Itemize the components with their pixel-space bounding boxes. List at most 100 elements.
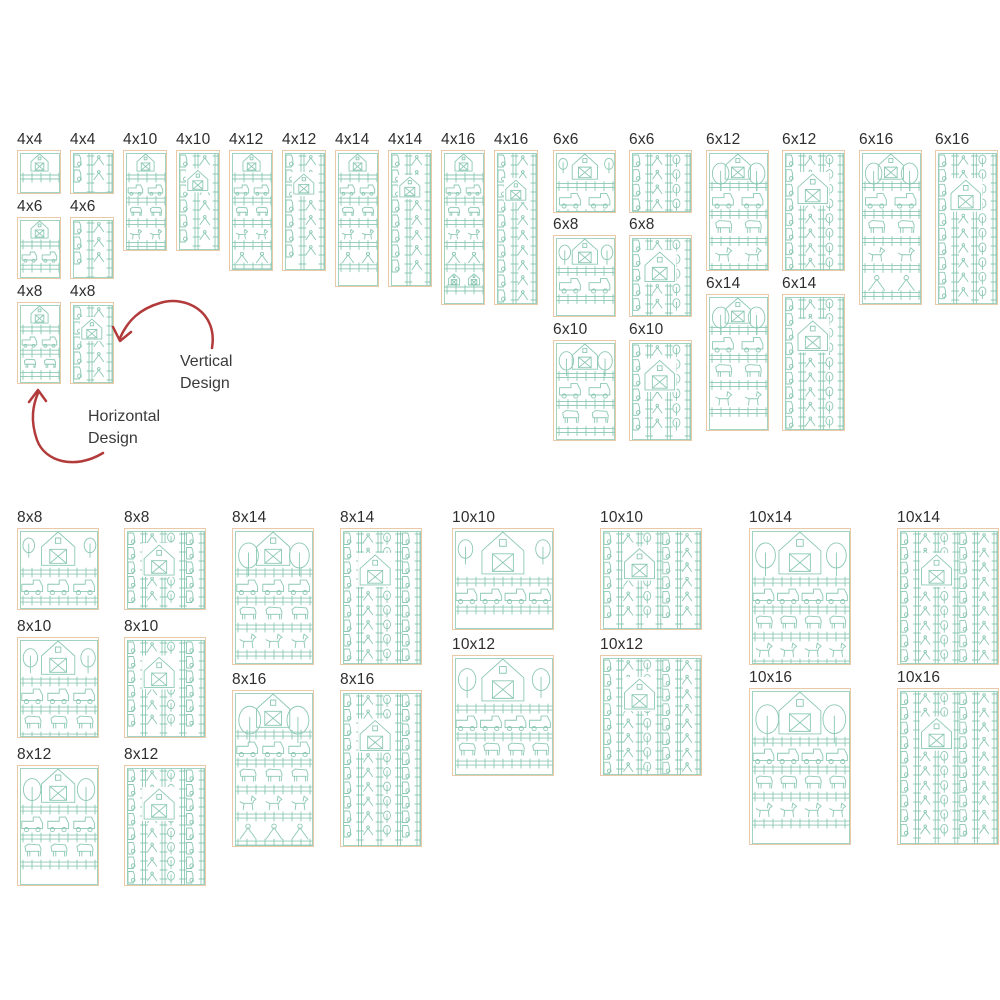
chicken-motif — [93, 222, 105, 233]
truck-motif — [465, 184, 482, 196]
tree-motif — [286, 705, 310, 744]
pig-motif — [391, 199, 400, 213]
pig-motif — [900, 620, 909, 633]
pig-motif — [285, 199, 294, 213]
pig-motif — [662, 532, 671, 546]
chicken-motif — [652, 298, 663, 309]
pig-motif — [343, 576, 352, 589]
size-label-4x12-horizontal: 4x12 — [229, 131, 264, 148]
cow-motif — [829, 775, 847, 789]
tree-motif — [167, 856, 175, 869]
stitch-pattern — [556, 238, 615, 316]
tree-motif — [940, 809, 949, 822]
stitch-pattern — [179, 153, 219, 250]
chicken-motif — [147, 533, 158, 543]
chicken-motif — [681, 703, 693, 714]
pig-motif — [127, 842, 136, 855]
tree-motif — [457, 539, 474, 565]
pig-motif — [603, 703, 612, 716]
chicken-motif — [652, 240, 663, 250]
pig-motif — [186, 641, 194, 654]
pig-motif — [343, 825, 352, 838]
tree-motif — [604, 157, 614, 174]
design-border — [338, 153, 378, 286]
chicken-motif — [147, 642, 158, 652]
truck-motif — [826, 748, 848, 765]
size-label-4x6-horizontal: 4x6 — [17, 198, 43, 215]
tree-motif — [643, 761, 652, 775]
design-preview-8x12-horizontal — [17, 765, 99, 886]
chicken-motif — [517, 230, 529, 241]
stitch-pattern — [709, 153, 768, 270]
fence-motif — [235, 567, 313, 578]
pig-motif — [186, 769, 194, 782]
truck-motif — [73, 579, 96, 596]
pig-motif — [662, 761, 671, 775]
tree-motif — [383, 590, 391, 603]
chicken-motif — [958, 169, 969, 180]
chicken-motif — [363, 649, 374, 659]
chicken-motif — [363, 605, 374, 616]
chicken-motif — [361, 251, 375, 264]
pig-motif — [402, 781, 410, 794]
pig-motif — [127, 714, 136, 727]
stitch-pattern — [785, 153, 844, 270]
truck-motif — [455, 715, 478, 732]
tree-motif — [825, 154, 834, 168]
size-label-4x16-vertical: 4x16 — [494, 131, 529, 148]
design-preview-4x12-horizontal — [229, 150, 273, 271]
cow-motif — [291, 768, 309, 782]
design-preview-6x10-vertical — [629, 340, 692, 441]
pig-motif — [900, 605, 909, 619]
pig-motif — [127, 670, 136, 683]
stitch-pattern — [127, 768, 205, 885]
pig-motif — [900, 547, 909, 560]
design-border — [900, 531, 998, 664]
stitch-pattern — [938, 153, 997, 304]
pig-motif — [179, 154, 188, 168]
design-preview-6x6-vertical — [629, 150, 692, 213]
tree-motif — [558, 244, 571, 265]
size-label-10x16-horizontal: 10x16 — [749, 669, 793, 686]
tree-motif — [167, 714, 175, 727]
pig-motif — [343, 605, 352, 618]
design-border — [20, 768, 98, 885]
fence-motif — [20, 731, 98, 737]
pig-motif — [73, 251, 82, 265]
size-label-10x16-vertical: 10x16 — [897, 669, 941, 686]
chicken-motif — [681, 660, 693, 670]
chicken-motif — [239, 823, 257, 840]
design-border — [785, 297, 844, 430]
size-label-10x10-vertical: 10x10 — [600, 509, 644, 526]
horse-motif — [744, 247, 762, 262]
fence-motif — [235, 838, 313, 846]
pig-motif — [497, 199, 506, 213]
size-label-8x12-vertical: 8x12 — [124, 746, 159, 763]
chicken-motif — [978, 547, 990, 558]
fence-motif — [20, 369, 60, 380]
tree-motif — [457, 668, 477, 698]
chicken-motif — [958, 287, 969, 297]
stitch-pattern — [455, 531, 553, 629]
truck-motif — [21, 688, 44, 705]
chicken-motif — [958, 272, 969, 283]
design-preview-4x16-horizontal — [441, 150, 485, 305]
design-border — [632, 343, 691, 440]
design-border — [632, 153, 691, 212]
tree-motif — [672, 154, 681, 168]
design-preview-4x4-vertical — [70, 150, 114, 194]
pig-motif — [402, 738, 410, 751]
fence-motif — [455, 576, 553, 587]
tree-motif — [940, 634, 949, 648]
pig-motif — [959, 692, 968, 706]
design-preview-4x16-vertical — [494, 150, 538, 305]
pig-motif — [959, 532, 968, 546]
stitch-pattern — [232, 153, 272, 270]
chicken-motif — [517, 260, 529, 271]
design-preview-8x12-vertical — [124, 765, 206, 886]
truck-motif — [752, 748, 775, 765]
design-preview-8x8-vertical — [124, 528, 206, 610]
pig-motif — [900, 721, 909, 735]
barn-motif — [143, 788, 175, 820]
cow-motif — [458, 742, 476, 756]
